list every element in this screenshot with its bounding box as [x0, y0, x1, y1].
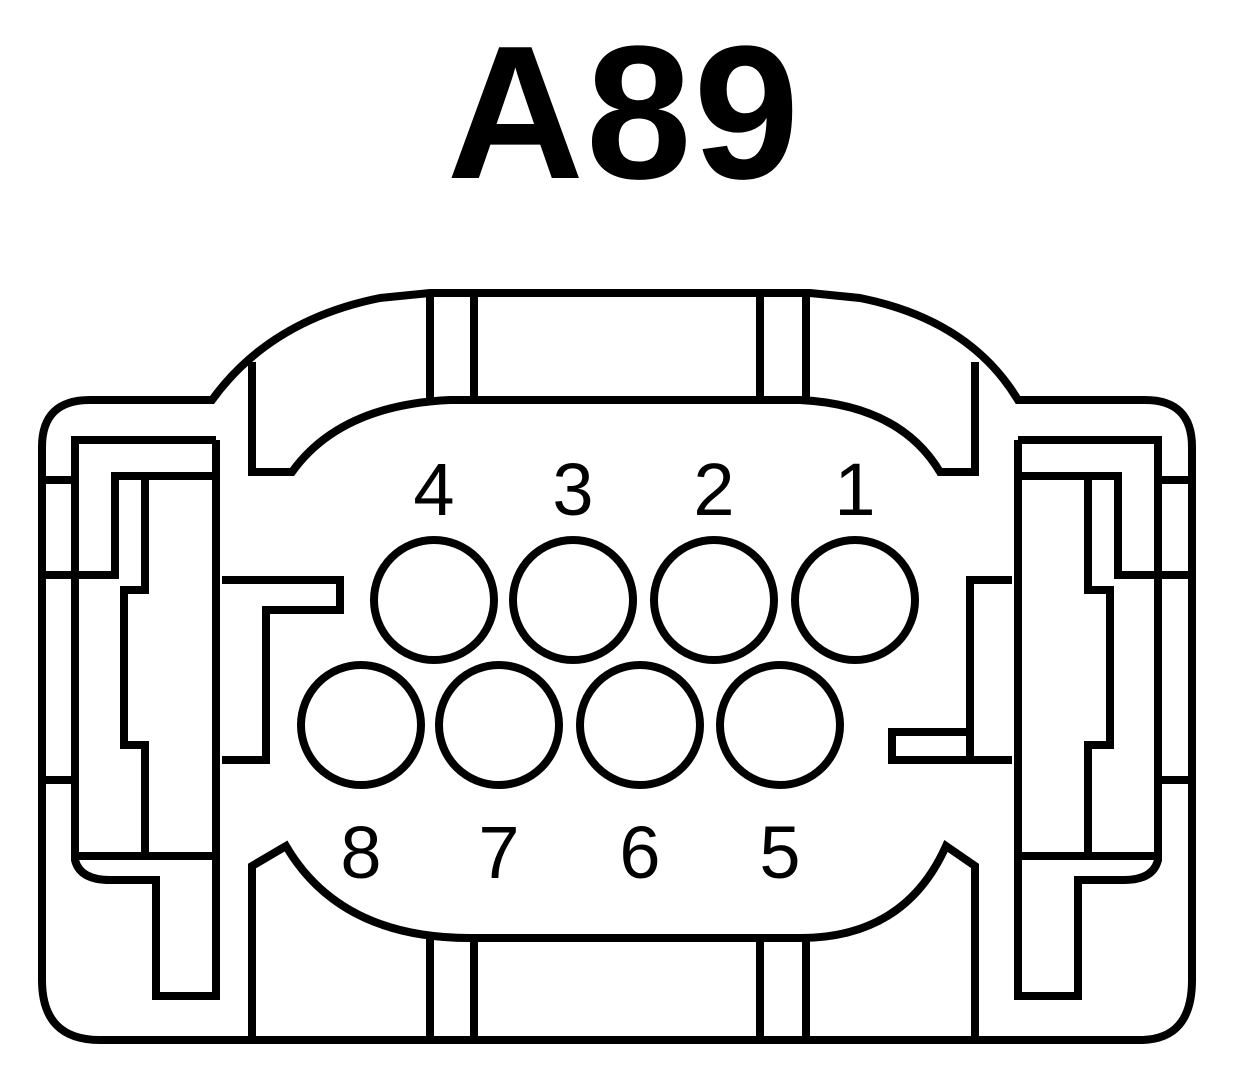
pin-cavity-4	[370, 536, 498, 664]
top-rib-right	[756, 293, 810, 400]
pin-label-1: 1	[834, 448, 875, 531]
pin-label-2: 2	[693, 448, 734, 531]
inner-top-contour	[248, 362, 979, 476]
inner-bottom-contour	[248, 839, 979, 1040]
bottom-rib-left	[426, 938, 478, 1040]
right-latch-frame	[1014, 436, 1192, 1000]
housing-outline	[38, 289, 1196, 1044]
pin-label-3: 3	[552, 448, 593, 531]
pin-cavity-3	[509, 536, 637, 664]
right-latch-inner	[1018, 472, 1192, 860]
right-key-tab	[888, 576, 1012, 764]
pin-label-6: 6	[619, 811, 660, 894]
pin-label-5: 5	[759, 811, 800, 894]
pin-cavity-8	[297, 661, 425, 789]
pin-label-8: 8	[340, 811, 381, 894]
left-latch-inner	[42, 472, 216, 860]
pin-cavity-5	[716, 661, 844, 789]
pin-label-7: 7	[478, 811, 519, 894]
pin-cavity-2	[650, 536, 778, 664]
pin-cavity-7	[435, 661, 563, 789]
pin-cavity-1	[791, 536, 919, 664]
pin-cavity-6	[576, 661, 704, 789]
pin-label-4: 4	[413, 448, 454, 531]
left-key-tab	[222, 576, 344, 764]
top-rib-left	[426, 293, 478, 400]
left-latch-frame	[42, 436, 220, 1000]
connector-id-title: A89	[446, 7, 802, 219]
bottom-rib-right	[756, 938, 810, 1040]
